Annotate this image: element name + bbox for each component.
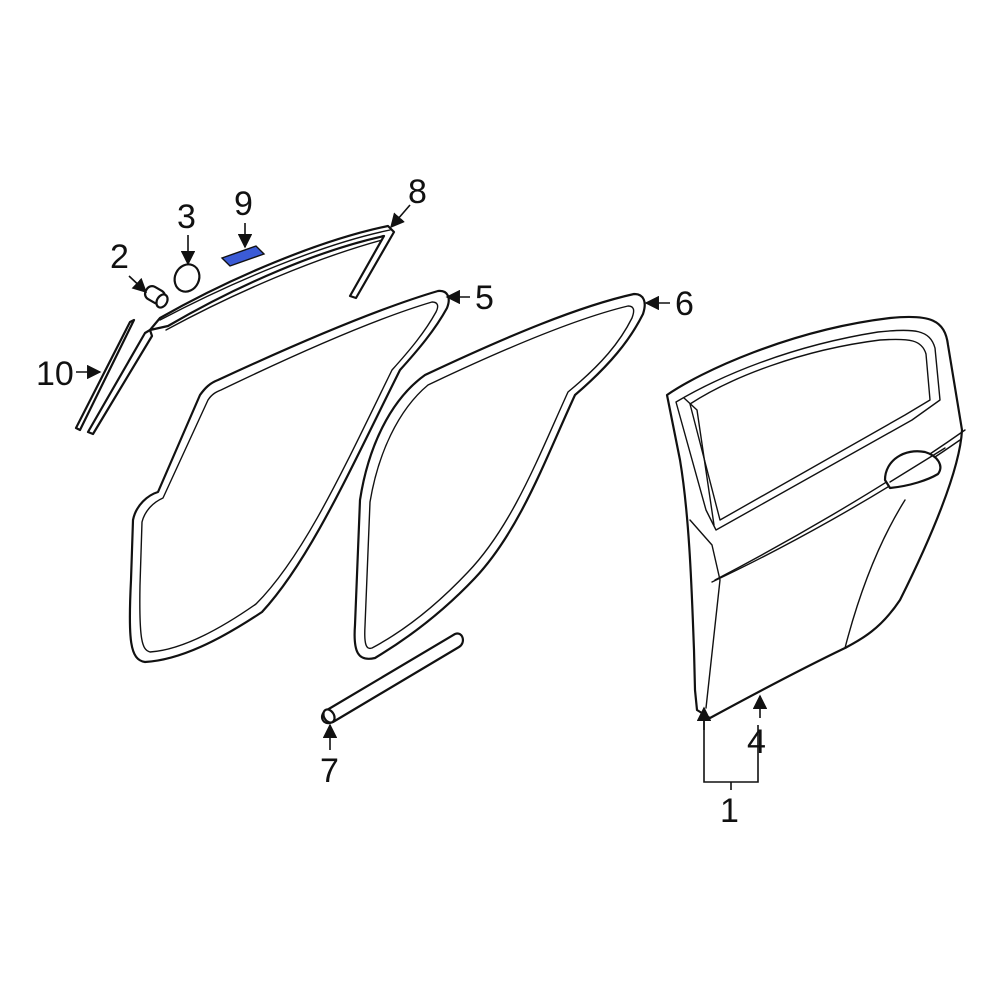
part-6-door-weatherstrip[interactable] — [353, 292, 646, 660]
callout-7: 7 — [320, 752, 339, 790]
leader-2 — [128, 275, 148, 293]
callout-9: 9 — [234, 185, 253, 223]
leader-8 — [390, 204, 411, 229]
part-9-pad[interactable] — [220, 245, 266, 267]
callout-5: 5 — [475, 279, 494, 317]
callout-1: 1 — [720, 792, 739, 830]
leader-lines — [76, 204, 768, 790]
callout-labels: 10 2 3 9 8 5 6 7 4 1 — [36, 173, 766, 830]
callout-8: 8 — [408, 173, 427, 211]
part-5-body-weatherstrip[interactable] — [128, 289, 450, 664]
part-8-run-channel[interactable] — [148, 224, 396, 332]
callout-2: 2 — [110, 238, 129, 276]
callout-4: 4 — [747, 723, 766, 761]
part-1-door-shell[interactable] — [665, 315, 966, 720]
part-2-plug[interactable] — [143, 284, 170, 310]
part-7-lower-seal[interactable] — [320, 632, 465, 725]
part-3-cap[interactable] — [170, 260, 204, 296]
callout-6: 6 — [675, 285, 694, 323]
callout-3: 3 — [177, 198, 196, 236]
callout-10: 10 — [36, 355, 74, 393]
part-10-belt-molding[interactable] — [74, 318, 154, 436]
